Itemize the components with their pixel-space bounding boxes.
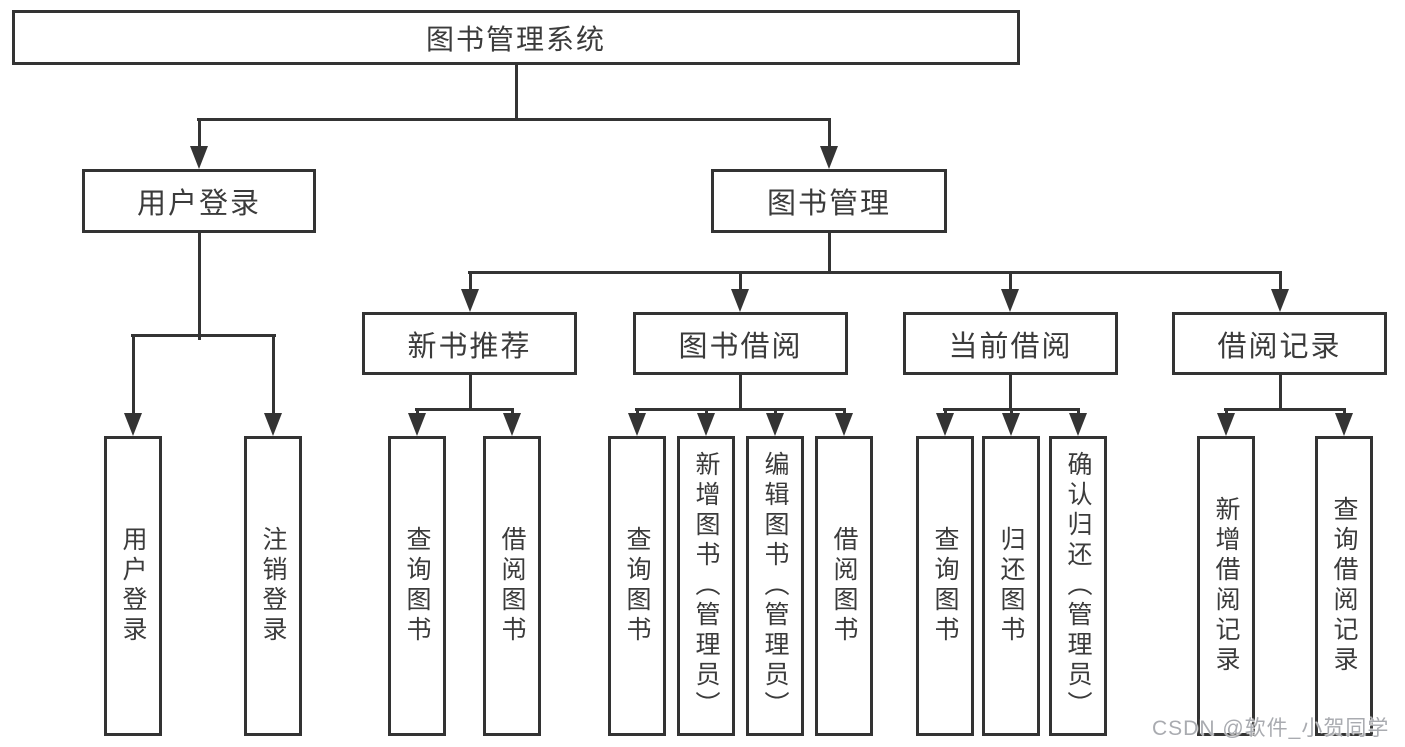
connector-arrow-stem [635, 408, 639, 415]
node-leaf-query-book-recommend: 查询图书 [388, 436, 446, 736]
node-leaf-confirm-return-admin: 确认归还（管理员） [1049, 436, 1107, 736]
node-leaf-borrow-book: 借阅图书 [815, 436, 873, 736]
connector-horizontal-line [468, 271, 1281, 274]
node-borrow-records: 借阅记录 [1172, 312, 1387, 375]
node-leaf-query-book-borrow: 查询图书 [608, 436, 666, 736]
node-leaf-query-borrow-record: 查询借阅记录 [1315, 436, 1373, 736]
arrow-down-icon [1217, 413, 1235, 436]
connector-vertical-line [738, 375, 742, 411]
arrow-down-icon [190, 146, 208, 169]
connector-vertical-line [1278, 375, 1282, 411]
arrow-down-icon [628, 413, 646, 436]
node-book-management: 图书管理 [711, 169, 947, 233]
connector-vertical-line [827, 233, 831, 274]
connector-arrow-stem [1278, 271, 1282, 291]
arrow-down-icon [1271, 289, 1289, 312]
node-leaf-add-borrow-record: 新增借阅记录 [1197, 436, 1255, 736]
arrow-down-icon [766, 413, 784, 436]
connector-arrow-stem [1342, 408, 1346, 415]
connector-arrow-stem [131, 334, 135, 415]
connector-horizontal-line [1224, 408, 1346, 411]
connector-horizontal-line [197, 118, 831, 121]
node-leaf-edit-book-admin: 编辑图书（管理员） [746, 436, 804, 736]
arrow-down-icon [731, 289, 749, 312]
connector-vertical-line [514, 64, 518, 121]
arrow-down-icon [835, 413, 853, 436]
connector-arrow-stem [842, 408, 846, 415]
connector-arrow-stem [271, 334, 275, 415]
node-leaf-user-login: 用户登录 [104, 436, 162, 736]
csdn-watermark: CSDN @软件_小贺同学 [1152, 717, 1390, 740]
connector-arrow-stem [738, 271, 742, 291]
node-leaf-borrow-book-recommend: 借阅图书 [483, 436, 541, 736]
connector-vertical-line [197, 233, 201, 340]
arrow-down-icon [264, 413, 282, 436]
arrow-down-icon [1069, 413, 1087, 436]
node-book-borrow: 图书借阅 [633, 312, 848, 375]
connector-arrow-stem [704, 408, 708, 415]
connector-arrow-stem [510, 408, 514, 415]
node-library-management-system: 图书管理系统 [12, 10, 1020, 65]
connector-vertical-line [1008, 375, 1012, 411]
arrow-down-icon [124, 413, 142, 436]
arrow-down-icon [936, 413, 954, 436]
node-new-book-recommend: 新书推荐 [362, 312, 577, 375]
connector-horizontal-line [131, 334, 276, 337]
connector-arrow-stem [773, 408, 777, 415]
connector-arrow-stem [415, 408, 419, 415]
arrow-down-icon [1002, 413, 1020, 436]
node-leaf-query-book-current: 查询图书 [916, 436, 974, 736]
node-user-login: 用户登录 [82, 169, 316, 233]
connector-arrow-stem [1224, 408, 1228, 415]
node-leaf-logout: 注销登录 [244, 436, 302, 736]
connector-arrow-stem [943, 408, 947, 415]
node-current-borrow: 当前借阅 [903, 312, 1118, 375]
connector-arrow-stem [1009, 408, 1013, 415]
connector-arrow-stem [827, 118, 831, 148]
connector-arrow-stem [468, 271, 472, 291]
arrow-down-icon [408, 413, 426, 436]
connector-horizontal-line [415, 408, 514, 411]
arrow-down-icon [1001, 289, 1019, 312]
node-leaf-add-book-admin: 新增图书（管理员） [677, 436, 735, 736]
connector-arrow-stem [197, 118, 201, 148]
connector-arrow-stem [1008, 271, 1012, 291]
arrow-down-icon [1335, 413, 1353, 436]
connector-horizontal-line [635, 408, 846, 411]
arrow-down-icon [820, 146, 838, 169]
arrow-down-icon [461, 289, 479, 312]
connector-vertical-line [468, 375, 472, 411]
arrow-down-icon [697, 413, 715, 436]
connector-arrow-stem [1076, 408, 1080, 415]
node-leaf-return-book: 归还图书 [982, 436, 1040, 736]
arrow-down-icon [503, 413, 521, 436]
